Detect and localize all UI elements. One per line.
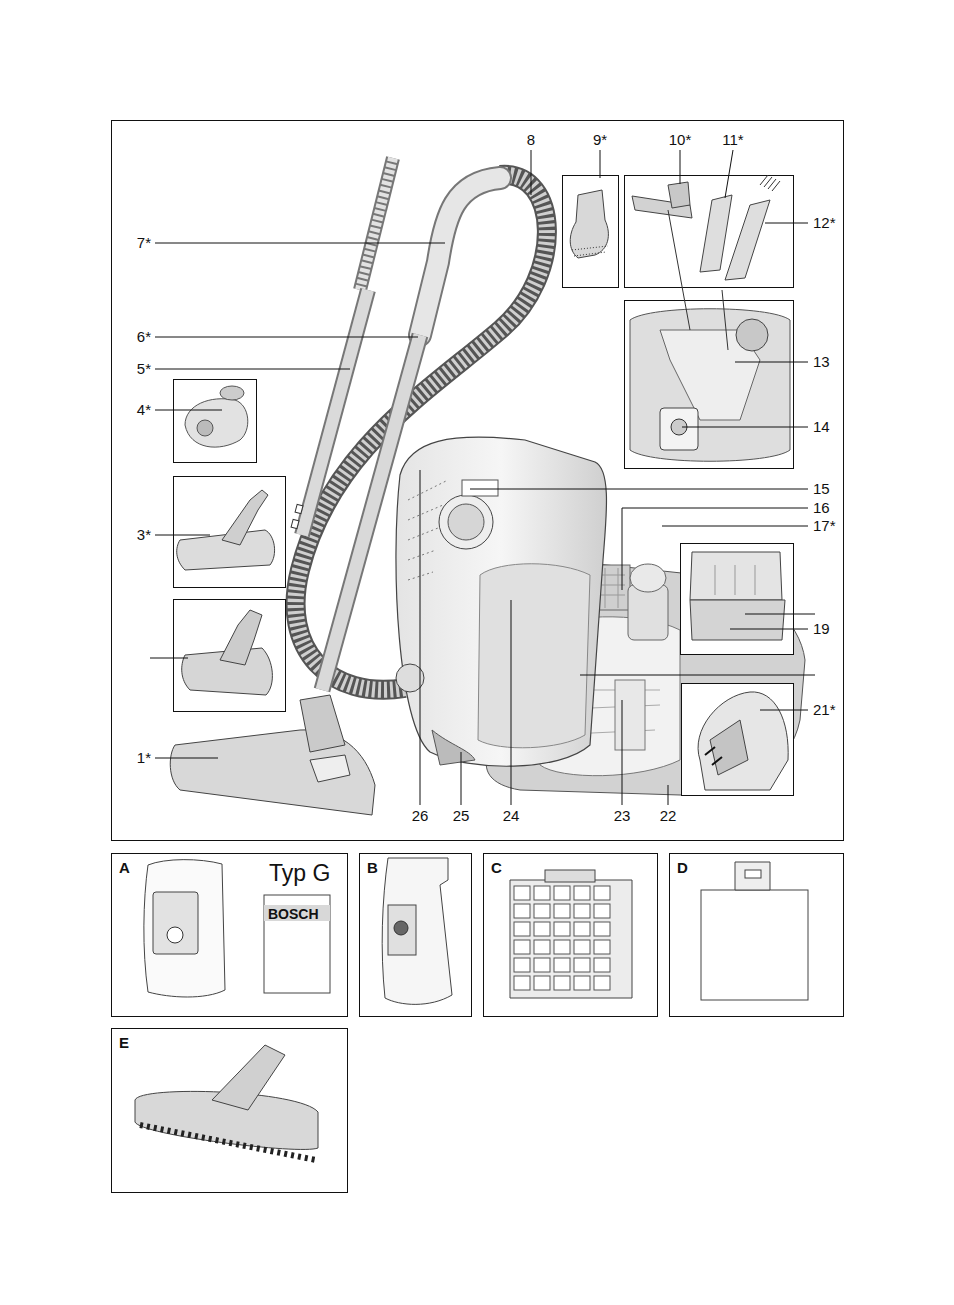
callout-number: 10* — [668, 132, 693, 149]
bag-panel: B — [359, 853, 472, 1017]
panel-letter: B — [367, 860, 378, 877]
filter-cell — [514, 922, 530, 936]
filter-cell — [514, 904, 530, 918]
filter-cell — [554, 976, 570, 990]
filter-cell — [554, 940, 570, 954]
filter-cell — [574, 976, 590, 990]
filter-cell — [534, 886, 550, 900]
callout-number: 12* — [812, 215, 837, 232]
filter-cell — [594, 976, 610, 990]
panel-letter: E — [119, 1035, 129, 1052]
filter-panel: D — [669, 853, 844, 1017]
callout-number: 26 — [411, 808, 430, 825]
filter-cell — [554, 886, 570, 900]
filter-cell — [594, 904, 610, 918]
panel-letter: D — [677, 860, 688, 877]
filter-cell — [534, 976, 550, 990]
filter-cell — [534, 940, 550, 954]
callout-number: 13 — [812, 354, 831, 371]
filter-cell — [554, 958, 570, 972]
callout-number: 23 — [613, 808, 632, 825]
filter-panel: C — [483, 853, 658, 1017]
filter-cell — [574, 886, 590, 900]
callout-number: 19 — [812, 621, 831, 638]
callout-number: 14 — [812, 419, 831, 436]
panel-text: Typ G — [269, 861, 330, 886]
bag-panel: A Typ G BOSCH — [111, 853, 348, 1017]
panel-text: BOSCH — [268, 907, 319, 922]
filter-cell — [574, 940, 590, 954]
filter-cell — [554, 904, 570, 918]
callout-number: 25 — [452, 808, 471, 825]
callout-number: 21* — [812, 702, 837, 719]
filter-cell — [574, 904, 590, 918]
callout-number: 3* — [136, 527, 152, 544]
filter-cell — [514, 940, 530, 954]
callout-number: 15 — [812, 481, 831, 498]
panel-letter: C — [491, 860, 502, 877]
filter-cell — [534, 922, 550, 936]
filter-cell — [554, 922, 570, 936]
callout-number: 1* — [136, 750, 152, 767]
filter-cell — [594, 958, 610, 972]
callout-number: 5* — [136, 361, 152, 378]
callout-number: 22 — [659, 808, 678, 825]
filter-cell — [594, 886, 610, 900]
callout-number: 4* — [136, 402, 152, 419]
filter-cell — [574, 922, 590, 936]
filter-cell — [534, 958, 550, 972]
callout-number: 6* — [136, 329, 152, 346]
filter-cell — [534, 904, 550, 918]
nozzle-panel: E — [111, 1028, 348, 1193]
filter-cell — [514, 958, 530, 972]
callout-number: 11* — [721, 132, 744, 149]
filter-cell — [594, 922, 610, 936]
callout-number: 16 — [812, 500, 831, 517]
filter-cell — [514, 976, 530, 990]
callout-number: 9* — [592, 132, 608, 149]
filter-cell — [574, 958, 590, 972]
callout-number: 24 — [502, 808, 521, 825]
panel-letter: A — [119, 860, 130, 877]
filter-cell — [594, 940, 610, 954]
callout-number: 8 — [526, 132, 536, 149]
filter-cell — [514, 886, 530, 900]
callout-number: 7* — [136, 235, 152, 252]
callout-number: 17* — [812, 518, 837, 535]
